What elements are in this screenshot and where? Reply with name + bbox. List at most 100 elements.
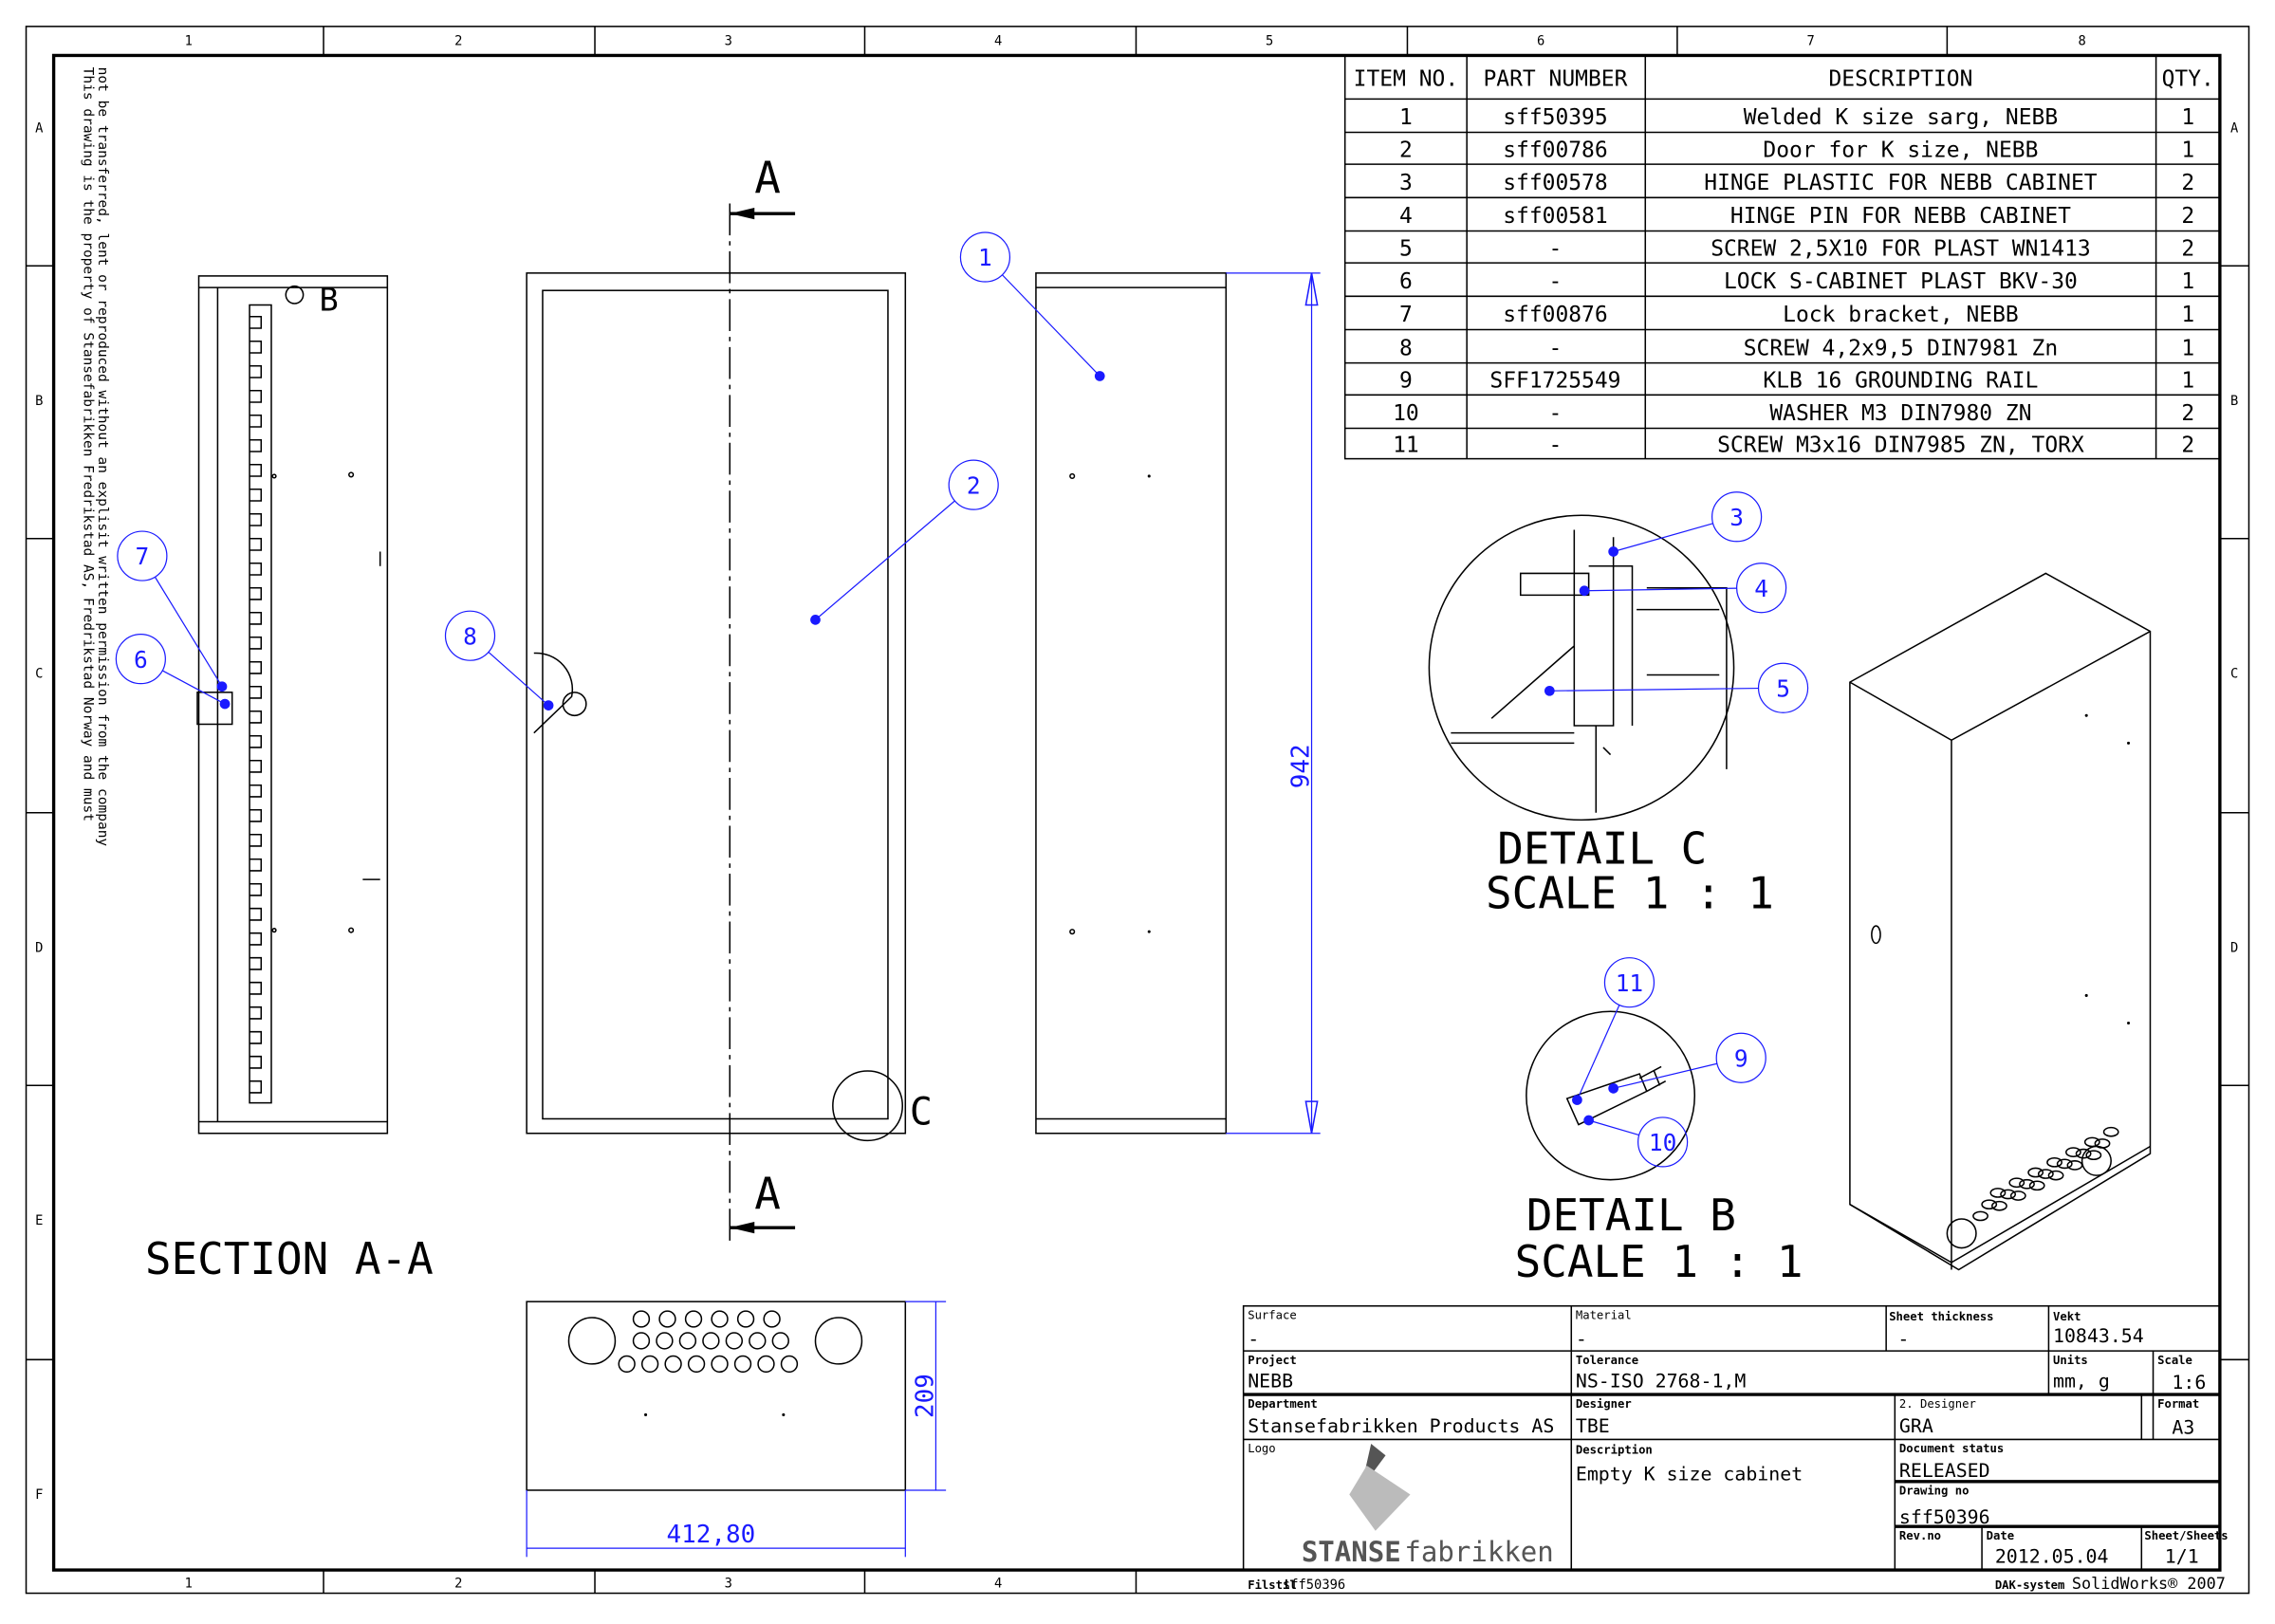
date-label: Date <box>1987 1529 2014 1542</box>
bom-cell-item-no: 9 <box>1399 369 1413 394</box>
sheets-label: Sheet/Sheets <box>2144 1529 2228 1542</box>
knockout-hole <box>632 1310 651 1328</box>
rail-tooth <box>250 981 263 995</box>
dimension-height: 942 <box>1226 272 1321 1135</box>
knockout-hole <box>2065 1147 2081 1157</box>
knockout-hole <box>702 1332 720 1350</box>
knockout-hole <box>640 1355 659 1374</box>
file-label: Filstil <box>1248 1578 1297 1592</box>
zone-row-d-right: D <box>2230 941 2238 956</box>
zone-row-d: D <box>35 941 43 956</box>
detail-c-marker: C <box>910 1091 933 1135</box>
bom-header-description: DESCRIPTION <box>1828 67 1972 92</box>
bom-cell-item-no: 10 <box>1393 401 1419 426</box>
rail-tooth <box>250 512 263 526</box>
knockout-hole <box>749 1332 767 1350</box>
knockout-hole <box>1981 1199 1998 1210</box>
property-notice-line-1: This drawing is the property of Stansefa… <box>81 67 96 821</box>
bom-cell-description: HINGE PIN FOR NEBB CABINET <box>1730 204 2071 229</box>
zone-row-b: B <box>35 394 43 409</box>
balloon-number: 2 <box>967 471 981 499</box>
rail-tooth <box>250 734 263 748</box>
bom-cell-qty: 1 <box>2181 369 2194 394</box>
zone-col-6: 6 <box>1537 34 1544 49</box>
zone-row-e: E <box>35 1213 43 1228</box>
rail-tooth <box>250 858 263 872</box>
knockout-hole <box>733 1355 752 1374</box>
bom-cell-description: KLB 16 GROUNDING RAIL <box>1763 369 2038 394</box>
balloon-number: 4 <box>1754 575 1768 602</box>
balloon-number: 9 <box>1734 1044 1748 1072</box>
rail-tooth <box>250 907 263 921</box>
zone-col-5: 5 <box>1266 34 1273 49</box>
bom-cell-item-no: 4 <box>1399 204 1413 229</box>
bom-cell-qty: 2 <box>2181 204 2194 229</box>
zone-col-2-bottom: 2 <box>454 1576 462 1591</box>
zone-row-a: A <box>35 121 44 137</box>
knockout-hole <box>2102 1126 2119 1137</box>
company-logo: STANSE fabrikken <box>1302 1444 1554 1568</box>
knockout-hole <box>2075 1148 2092 1159</box>
rail-tooth <box>250 340 263 354</box>
weight-value: 10843.54 <box>2053 1325 2144 1347</box>
document-status-value: RELEASED <box>1899 1460 1990 1482</box>
zone-row-c: C <box>35 667 43 682</box>
knockout-hole <box>757 1355 775 1374</box>
bom-cell-description: SCREW M3x16 DIN7985 ZN, TORX <box>1717 434 2084 458</box>
balloon-number: 1 <box>978 244 992 271</box>
bom-cell-part-number: sff50395 <box>1503 105 1607 130</box>
bom-cell-description: LOCK S-CABINET PLAST BKV-30 <box>1724 269 2078 294</box>
balloon-item-1: 1 <box>959 231 1105 381</box>
section-a-a-label: SECTION A-A <box>145 1233 434 1284</box>
knockout-hole <box>2056 1158 2073 1170</box>
bom-cell-description: Door for K size, NEBB <box>1763 138 2038 163</box>
bom-cell-qty: 1 <box>2181 105 2194 130</box>
scale-label: Scale <box>2157 1354 2192 1367</box>
document-status-label: Document status <box>1899 1442 2004 1455</box>
designer2-label: 2. Designer <box>1899 1397 1976 1411</box>
knockout-hole <box>618 1355 636 1374</box>
weight-label: Vekt <box>2053 1310 2081 1323</box>
bom-header-part: PART NUMBER <box>1483 67 1627 92</box>
rail-tooth <box>250 488 263 502</box>
units-label: Units <box>2053 1354 2088 1367</box>
knockout-hole <box>2008 1177 2025 1189</box>
drawing-no-value: sff50396 <box>1899 1506 1990 1528</box>
knockout-hole <box>771 1332 789 1350</box>
logo-text-bold: STANSE <box>1302 1536 1401 1568</box>
bom-cell-part-number: sff00786 <box>1503 138 1607 163</box>
knockout-hole <box>2047 1170 2064 1181</box>
description-label: Description <box>1576 1444 1653 1457</box>
dimension-width-value: 412,80 <box>666 1521 755 1549</box>
bom-header-item: ITEM NO. <box>1354 67 1458 92</box>
bom-cell-description: SCREW 2,5X10 FOR PLAST WN1413 <box>1711 236 2090 261</box>
rail-tooth <box>250 759 263 773</box>
rail-tooth <box>250 537 263 551</box>
tolerance-value: NS-ISO 2768-1,M <box>1576 1370 1747 1392</box>
bom-cell-item-no: 5 <box>1399 236 1413 261</box>
knockout-hole <box>2037 1169 2054 1179</box>
balloon-item-5: 5 <box>1544 662 1809 713</box>
knockout-hole <box>763 1310 781 1328</box>
units-value: mm, g <box>2053 1370 2110 1392</box>
knockout-hole <box>711 1310 729 1328</box>
knockout-hole <box>2046 1156 2062 1168</box>
knockout-hole <box>632 1332 651 1350</box>
knockout-hole <box>1989 1188 2007 1198</box>
rail-tooth <box>250 956 263 970</box>
knockout-hole <box>2083 1136 2100 1148</box>
balloon-number: 5 <box>1776 674 1790 702</box>
balloon-item-10: 10 <box>1583 1115 1689 1168</box>
knockout-hole <box>687 1355 706 1374</box>
date-value: 2012.05.04 <box>1995 1545 2109 1567</box>
bom-cell-qty: 1 <box>2181 138 2194 163</box>
bottom-view: 209 412,80 <box>526 1301 947 1558</box>
rail-tooth <box>250 611 263 625</box>
bom-cell-item-no: 3 <box>1399 171 1413 195</box>
